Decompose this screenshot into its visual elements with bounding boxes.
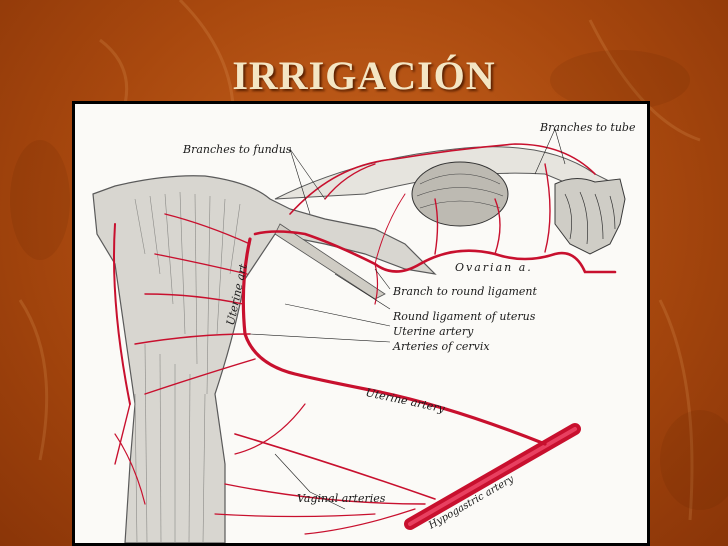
- label-branches-to-fundus: Branches to fundus: [183, 143, 292, 156]
- label-leader-lines: [249, 128, 566, 510]
- round-ligament: [274, 223, 386, 300]
- slide-title: IRRIGACIÓN: [232, 53, 496, 98]
- ovary-texture: [416, 173, 504, 209]
- label-round-ligament-of-uterus: Round ligament of uterus: [393, 310, 536, 323]
- figure-frame: Branches to tube Branches to fundus Ovar…: [72, 101, 650, 546]
- fimbriae-lines: [564, 191, 616, 245]
- uterine-artery-illustration: Branches to tube Branches to fundus Ovar…: [75, 104, 647, 543]
- label-vaginal-arteries: Vaginal arteries: [297, 492, 386, 505]
- label-uterine-artery-main: Uterine artery: [393, 325, 474, 338]
- anatomy-drawing: [92, 128, 626, 543]
- label-branch-to-round-ligament: Branch to round ligament: [393, 285, 537, 298]
- label-arteries-of-cervix: Arteries of cervix: [393, 340, 490, 353]
- arterial-vessels: [113, 143, 617, 535]
- label-branches-to-tube: Branches to tube: [540, 121, 636, 134]
- fimbriae: [554, 178, 626, 255]
- ovary: [411, 161, 509, 227]
- label-ovarian-artery: Ovarian a.: [455, 261, 533, 274]
